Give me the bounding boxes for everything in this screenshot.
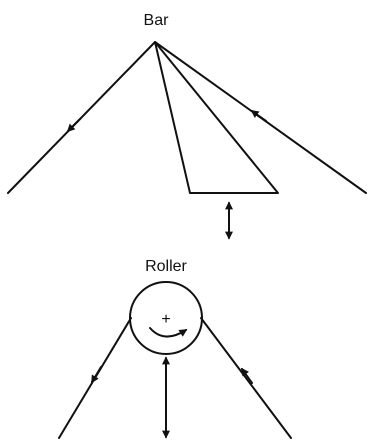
bar-label: Bar — [144, 12, 170, 29]
bar-wedge — [154, 41, 279, 194]
bar-left-arrow-icon — [66, 118, 81, 133]
bar-section: Bar — [7, 12, 367, 240]
bar-left-web-line — [7, 41, 156, 194]
roller-label: Roller — [145, 258, 187, 275]
roller-right-web-line — [200, 317, 292, 439]
roller-center-symbol: + — [161, 311, 170, 328]
roller-rotation-arrow-icon — [149, 327, 188, 338]
roller-section: Roller + — [58, 258, 292, 439]
bar-right-arrow-icon — [250, 110, 267, 122]
roller-right-arrow-icon — [241, 367, 253, 384]
roller-left-arrow-icon — [91, 366, 102, 384]
